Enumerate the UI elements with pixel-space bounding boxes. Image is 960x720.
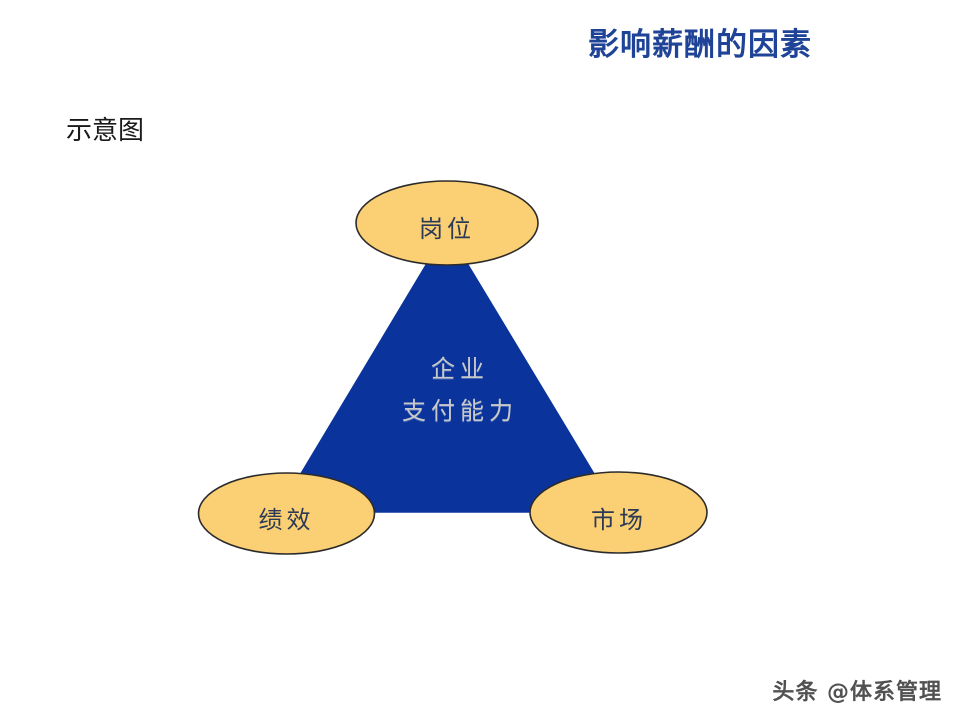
center-triangle-shape — [276, 228, 619, 513]
watermark: 头条 @体系管理 — [772, 680, 942, 705]
node-ellipse-right — [529, 471, 708, 554]
page-title: 影响薪酬的因素 — [588, 27, 812, 63]
slide-subtitle: 示意图 — [66, 116, 145, 146]
node-ellipse-top — [355, 180, 539, 266]
node-ellipse-left — [197, 472, 376, 555]
